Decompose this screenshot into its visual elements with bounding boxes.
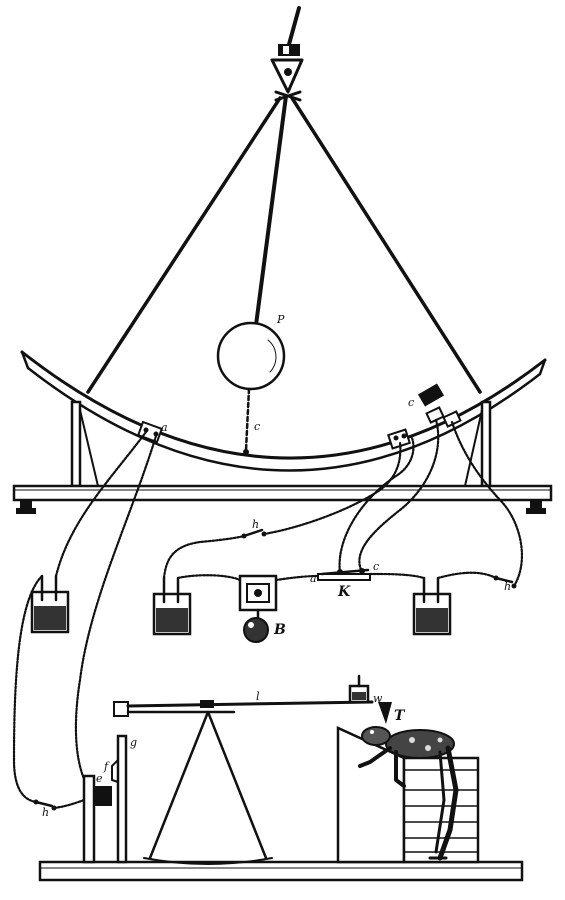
tambour-t [378,702,392,724]
wire-arc-left-magnet [74,434,158,792]
wire-arc-left-cell [54,430,148,578]
arc-track-inner [26,366,542,472]
pendulum-pointer [244,387,251,452]
battery-label: B [273,622,286,638]
base-feet [16,500,546,514]
wire-cell-magnet [176,574,242,582]
middle-cell [152,576,192,636]
electromagnet-b [238,574,278,643]
wire-switch-arc-key [450,420,524,588]
key-k [317,568,371,581]
wire-magnet-key [274,574,320,582]
wire-arc-key-k [358,418,440,574]
right-contact-key [417,383,462,428]
pendulum-frame: P c c a [12,6,553,514]
tambour-label: T [394,708,406,724]
key-label: K [337,584,351,600]
wire-key-arc [338,436,415,574]
clamp-label: f [103,760,110,773]
left-post [70,400,82,488]
pendulum-bob [216,321,286,391]
wires [12,418,524,810]
weight-label: w [373,692,383,705]
right-arc-contact [387,428,411,450]
contact-label-left: a [161,421,168,434]
wire-cell-switch-right [436,571,498,580]
frog [358,726,459,861]
recording-apparatus: e g f l w T [38,674,524,882]
upright-label: g [130,736,137,749]
right-cell [412,576,452,636]
magnet-label: e [96,772,103,785]
switch-label-right: h [504,580,511,593]
wire-left-cell-switch [12,574,44,804]
pendulum-label: P [276,313,285,326]
left-leg [86,96,282,394]
circuit-middle: B K a c h h h [30,518,517,819]
lever-pivot [113,701,129,717]
suspension-head [270,58,304,94]
right-leg [290,96,482,394]
lower-base [38,860,524,882]
lever-support [116,734,128,864]
wire-key-right-cell [368,572,426,580]
lever-upper [126,700,374,708]
rod-label: c [254,420,260,433]
magnet-post [82,774,96,864]
right-post [480,400,492,488]
arc-track-outer [20,350,547,460]
key-contact-left: a [310,572,317,585]
left-cell [30,574,70,634]
pendulum-rod [254,94,288,327]
top-rod [286,6,301,50]
switch-label-lower: h [42,806,49,819]
key-contact-right: c [373,560,379,573]
switch-h-upper [241,528,267,539]
switch-label-upper: h [252,518,259,531]
wire-cell-switch [162,534,246,580]
lever-stand [148,710,268,860]
lever-label: l [256,690,260,703]
contact-label-right: c [408,396,414,409]
